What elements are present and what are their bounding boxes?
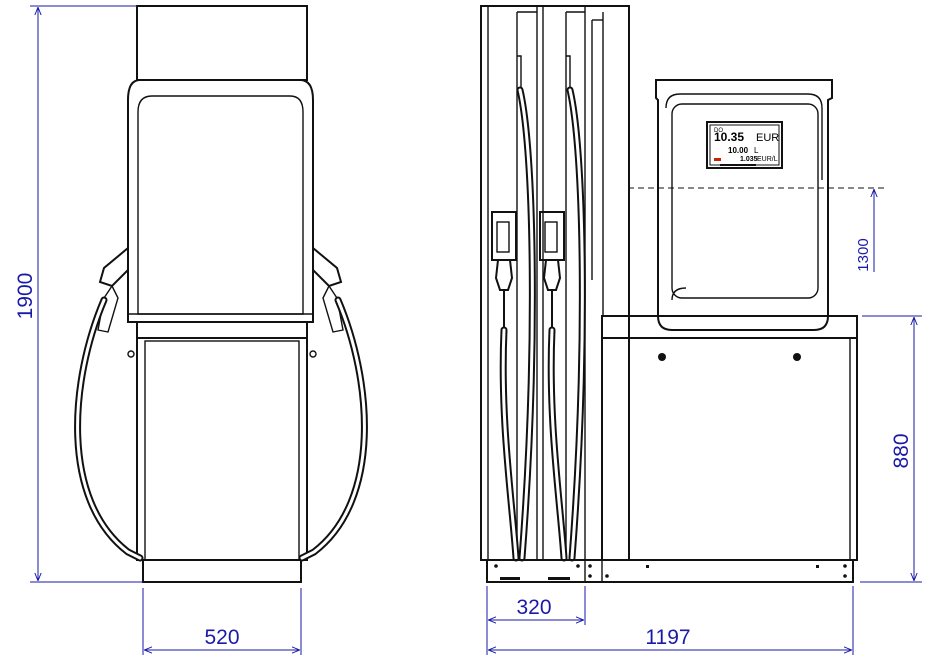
- display-price-unit: EUR/L: [757, 156, 778, 163]
- right-hose: [298, 296, 368, 562]
- display-volume-unit: L: [754, 146, 759, 155]
- display-head: [655, 79, 833, 331]
- dimension-label-module-width: 320: [516, 596, 551, 619]
- front-lower-body: [136, 337, 308, 561]
- cabinet-top-band: [601, 315, 858, 339]
- front-top-column: [136, 5, 308, 81]
- dimension-cabinet-height: 880: [860, 315, 922, 583]
- dimension-label-display-height: 1300: [855, 238, 872, 271]
- cabinet-body: [601, 337, 858, 561]
- dimension-module-width: 320: [486, 586, 586, 655]
- price-display: DO 10.35 EUR 10.00 L 1.035 EUR/L: [706, 121, 783, 169]
- side-nozzle-right-icon: [539, 211, 565, 330]
- display-volume: 10.00: [728, 146, 749, 155]
- display-price: 1.035: [740, 156, 758, 163]
- dimension-display-height: 1300: [628, 187, 888, 272]
- dimension-front-width: 520: [142, 588, 302, 655]
- side-view: DO 10.35 EUR 10.00 L 1.035 EUR/L: [480, 5, 858, 583]
- display-amount-unit: EUR: [756, 132, 779, 144]
- dimension-label-cabinet-height: 880: [890, 433, 913, 468]
- dimension-total-width: 1197: [489, 586, 854, 655]
- side-base: [486, 559, 854, 583]
- cabinet-bolt-icon: [793, 353, 801, 361]
- dimension-label-height: 1900: [14, 273, 37, 320]
- fuel-grade-badge: [714, 158, 721, 161]
- display-panel: [671, 103, 819, 299]
- dimension-label-front-width: 520: [204, 626, 239, 649]
- front-head-panel: [127, 79, 314, 323]
- display-corner-label: DO: [714, 128, 723, 134]
- cabinet-bolt-icon: [658, 353, 666, 361]
- dimension-label-total-width: 1197: [645, 626, 690, 649]
- front-base: [142, 559, 302, 583]
- display-amount: 10.35: [714, 130, 744, 144]
- left-nozzle-icon: [97, 245, 129, 333]
- dimension-overall-height: 1900: [14, 5, 143, 583]
- front-view: [74, 5, 368, 583]
- bolt-icon: [309, 350, 317, 358]
- right-nozzle-icon: [312, 245, 344, 333]
- bolt-icon: [127, 350, 135, 358]
- side-nozzle-left-icon: [491, 211, 517, 330]
- left-hose: [74, 296, 144, 562]
